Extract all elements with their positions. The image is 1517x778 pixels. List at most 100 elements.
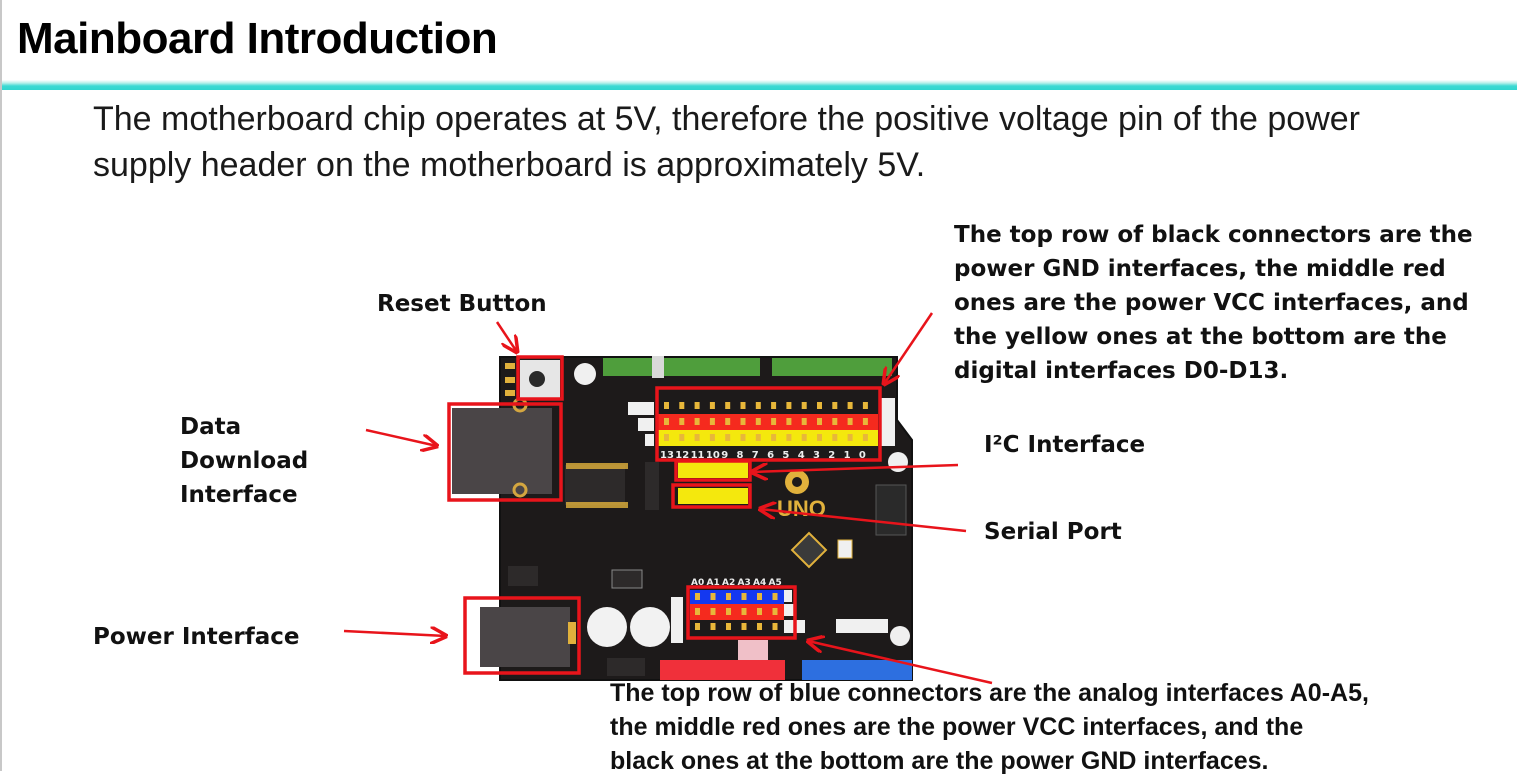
digital-pin (832, 402, 838, 409)
digital-5v-row (658, 414, 878, 430)
digital-pin (679, 418, 685, 425)
digital-pin (664, 418, 669, 425)
analog-pin (695, 608, 700, 615)
note-analog-line-1: The top row of blue connectors are the a… (610, 679, 1369, 707)
analog-pin (772, 623, 778, 630)
analog-pin (772, 608, 778, 615)
label-serial-port: Serial Port (984, 519, 1122, 545)
label-i2c-interface: I²C Interface (984, 432, 1146, 458)
analog-pin-label: A0 (691, 578, 704, 588)
note-analog-headers: The top row of blue connectors are the a… (610, 676, 1510, 778)
analog-gnd-row (690, 620, 784, 636)
digital-pin (862, 418, 868, 425)
label-power-interface: Power Interface (93, 624, 300, 650)
analog-pin (757, 593, 762, 600)
digital-pin (725, 402, 731, 409)
digital-pin-number: 2 (828, 450, 835, 461)
digital-pin (862, 402, 868, 409)
icsp-header (875, 484, 907, 536)
digital-gnd-row (658, 398, 878, 414)
digital-pin-number: 6 (767, 450, 774, 461)
digital-pin (740, 434, 746, 441)
digital-pin-number: 8 (737, 450, 744, 461)
digital-pin (725, 434, 731, 441)
analog-pin (741, 593, 747, 600)
digital-pin (709, 402, 715, 409)
arrow-serial (760, 509, 967, 533)
digital-pin (801, 402, 807, 409)
title-underline-bar (2, 80, 1517, 90)
digital-pin (755, 402, 761, 409)
intro-paragraph: The motherboard chip operates at 5V, the… (93, 100, 1360, 184)
analog-pin (695, 623, 700, 630)
digital-pin-number: 13 (660, 450, 674, 461)
highlight-usb (447, 402, 563, 502)
serial-header (678, 488, 748, 504)
analog-pin (695, 593, 700, 600)
digital-pin (832, 418, 838, 425)
arrow-data-download (365, 428, 437, 446)
digital-pin (862, 434, 868, 441)
capacitor-icon (587, 607, 627, 647)
digital-pin (725, 418, 731, 425)
capacitor-icon (630, 607, 670, 647)
digital-pin-number: 4 (798, 450, 805, 461)
digital-pin (694, 418, 700, 425)
digital-pin (694, 402, 700, 409)
digital-pin (771, 418, 777, 425)
arrow-analog (808, 641, 993, 685)
digital-pin-number: 0 (859, 450, 866, 461)
digital-pin (679, 402, 685, 409)
digital-pin (832, 434, 838, 441)
digital-pin (679, 434, 685, 441)
digital-pin (817, 418, 822, 425)
digital-pin (847, 434, 853, 441)
top-header-right (772, 358, 892, 376)
note-analog-line-3: black ones at the bottom are the power G… (610, 747, 1269, 775)
digital-pin (786, 402, 792, 409)
i2c-header (678, 462, 748, 478)
analog-pin-label: A2 (722, 578, 735, 588)
digital-pin-number: 3 (813, 450, 820, 461)
digital-pin-number: 9 (721, 450, 728, 461)
analog-pin (741, 623, 747, 630)
highlight-reset-button (516, 355, 564, 401)
digital-pin (664, 402, 669, 409)
slide-left-border (0, 0, 2, 771)
arrow-i2c (752, 465, 959, 472)
digital-pin (817, 402, 822, 409)
digital-pin (740, 402, 746, 409)
highlight-serial (671, 483, 752, 509)
top-header-left (603, 358, 760, 376)
digital-pin-number: 1 (844, 450, 851, 461)
digital-pin (771, 402, 777, 409)
usb-port-icon (452, 408, 552, 494)
digital-pin (786, 418, 792, 425)
analog-pin-label: A5 (769, 578, 782, 588)
arrow-digital (884, 312, 934, 384)
slide-title: Mainboard Introduction (17, 14, 498, 63)
highlight-digital-block (655, 386, 882, 462)
power-jack-icon (480, 607, 570, 667)
highlight-analog-block (686, 585, 797, 640)
analog-pin-label: A4 (753, 578, 766, 588)
note-digital-headers: The top row of black connectors are the … (954, 222, 1473, 384)
digital-pin (755, 434, 761, 441)
analog-s-row (690, 590, 784, 604)
analog-pin (726, 608, 731, 615)
digital-pin (740, 418, 746, 425)
analog-pin-label: A3 (738, 578, 751, 588)
analog-pin (710, 608, 716, 615)
digital-pin (709, 418, 715, 425)
uno-logo-text: UNO (777, 496, 826, 521)
analog-pin (726, 593, 731, 600)
digital-pin (664, 434, 669, 441)
highlight-power-jack (463, 596, 581, 675)
arrow-power (343, 631, 446, 636)
analog-pin-label: A1 (707, 578, 720, 588)
digital-pin-number: 11 (691, 450, 705, 461)
analog-pin (772, 593, 778, 600)
label-data-download-3: Interface (180, 482, 298, 508)
digital-s-row (658, 430, 878, 446)
